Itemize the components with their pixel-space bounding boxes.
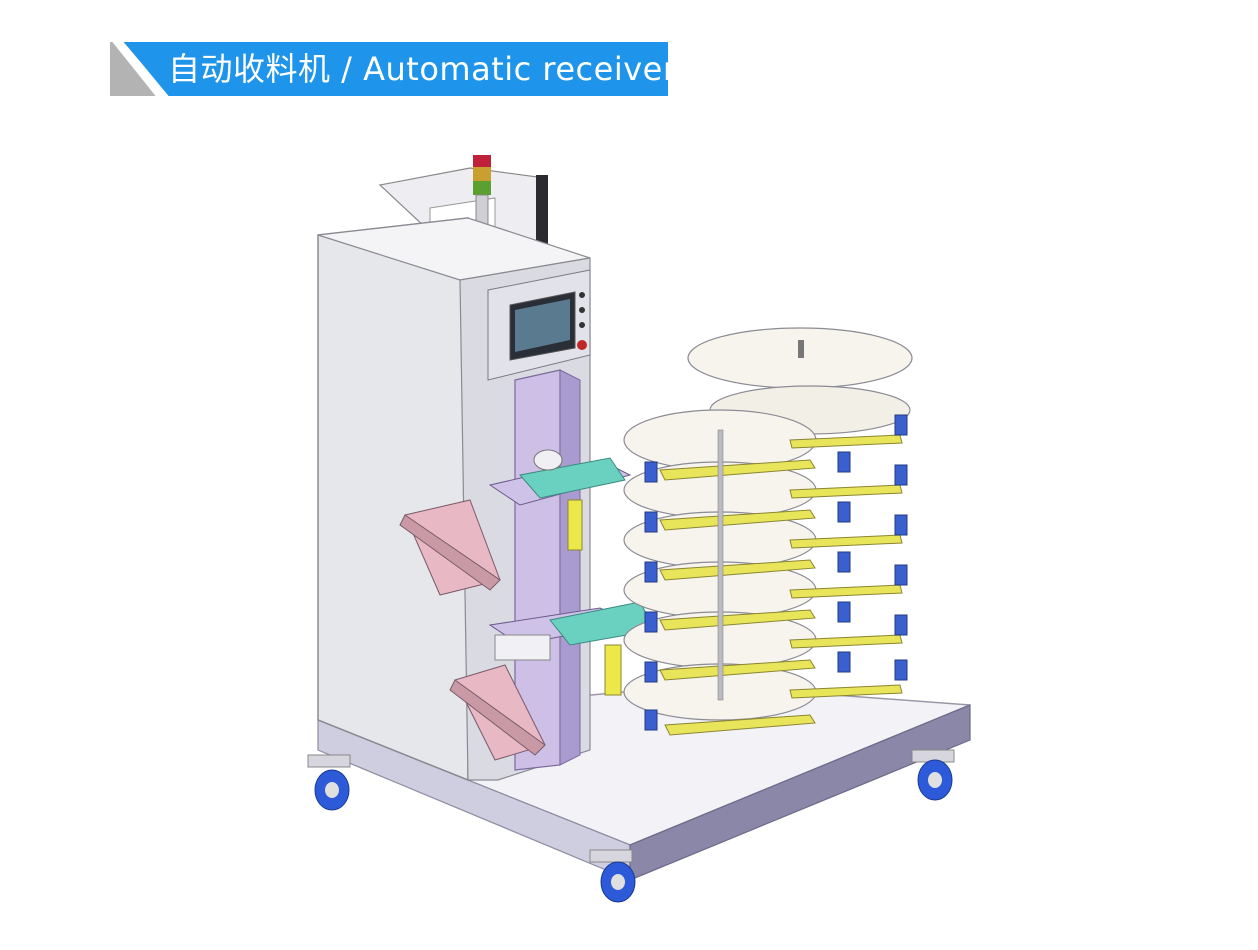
yellow-support-arms: [659, 434, 903, 736]
central-spindle: [717, 340, 804, 701]
banner-blue-field: [124, 42, 668, 96]
caster-wheel-front: [589, 849, 636, 903]
control-panel: [487, 269, 591, 381]
caster-wheel-right: [911, 749, 955, 801]
upper-feeder-module: [399, 449, 632, 596]
automatic-receiver-illustration: [307, 155, 971, 903]
title-banner: [110, 42, 668, 96]
blue-clamp-bolts: [644, 414, 908, 731]
lower-feeder-module: [449, 601, 656, 761]
caster-wheel-left: [307, 754, 351, 811]
page-title: 自动收料机 / Automatic receiver: [168, 50, 677, 88]
